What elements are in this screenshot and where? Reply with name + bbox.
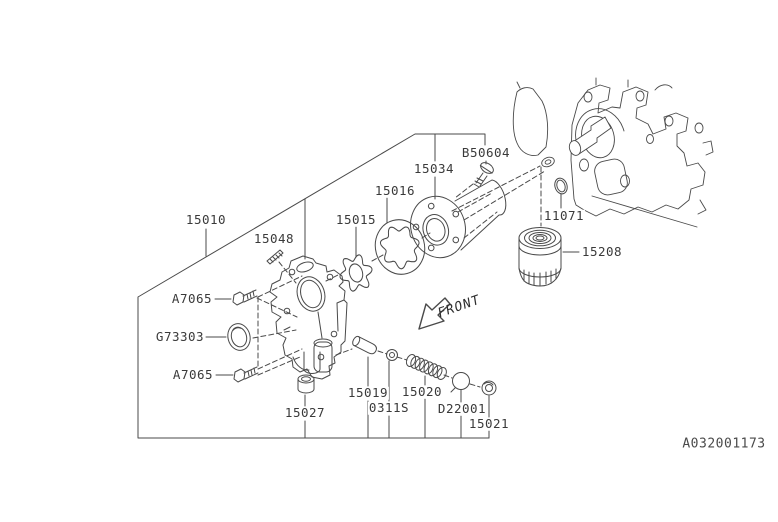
callout-11071: 11071 [542, 207, 586, 223]
dashed-axis-lines [252, 165, 546, 388]
oil-seal-drawing [227, 323, 251, 351]
pump-bolt-holes [283, 268, 338, 361]
inner-rotor-drawing [339, 254, 373, 292]
oil-filter-drawing [518, 227, 562, 287]
callout-b50604: B50604 [460, 144, 512, 160]
plug-drawing [297, 374, 315, 394]
callout-15027: 15027 [283, 404, 327, 420]
o-ring-drawing [554, 177, 568, 195]
front-arrow-icon [418, 297, 451, 330]
callout-15015: 15015 [334, 211, 378, 227]
callout-15016: 15016 [373, 182, 417, 198]
spring-drawing [405, 354, 447, 380]
oil-pump-body-drawing [269, 255, 348, 380]
callout-g73303: G73303 [154, 328, 206, 344]
callout-d22001: D22001 [436, 400, 488, 416]
relief-valve-parts [352, 335, 497, 396]
pump-cover-drawing [410, 179, 507, 259]
outer-rotor-drawing [374, 219, 426, 275]
callout-15019: 15019 [346, 384, 390, 400]
screw-b50604-drawing [473, 162, 494, 188]
callout-0311s: 0311S [367, 399, 411, 415]
callout-15020: 15020 [400, 383, 444, 399]
leader-lines [205, 133, 580, 439]
callout-15021: 15021 [467, 415, 511, 431]
engine-block-drawing [512, 77, 714, 228]
callout-15034: 15034 [412, 160, 456, 176]
callout-a7065-lower: A7065 [171, 366, 215, 382]
screw-a7065-lower-drawing [233, 366, 259, 383]
diagram-code: A032001173 [682, 436, 766, 452]
callout-a7065-upper: A7065 [170, 290, 214, 306]
callout-15010: 15010 [184, 211, 228, 227]
callout-15048: 15048 [252, 230, 296, 246]
screw-a7065-upper-drawing [232, 289, 258, 306]
pin-drawing [266, 249, 284, 265]
callout-15208: 15208 [580, 243, 624, 259]
